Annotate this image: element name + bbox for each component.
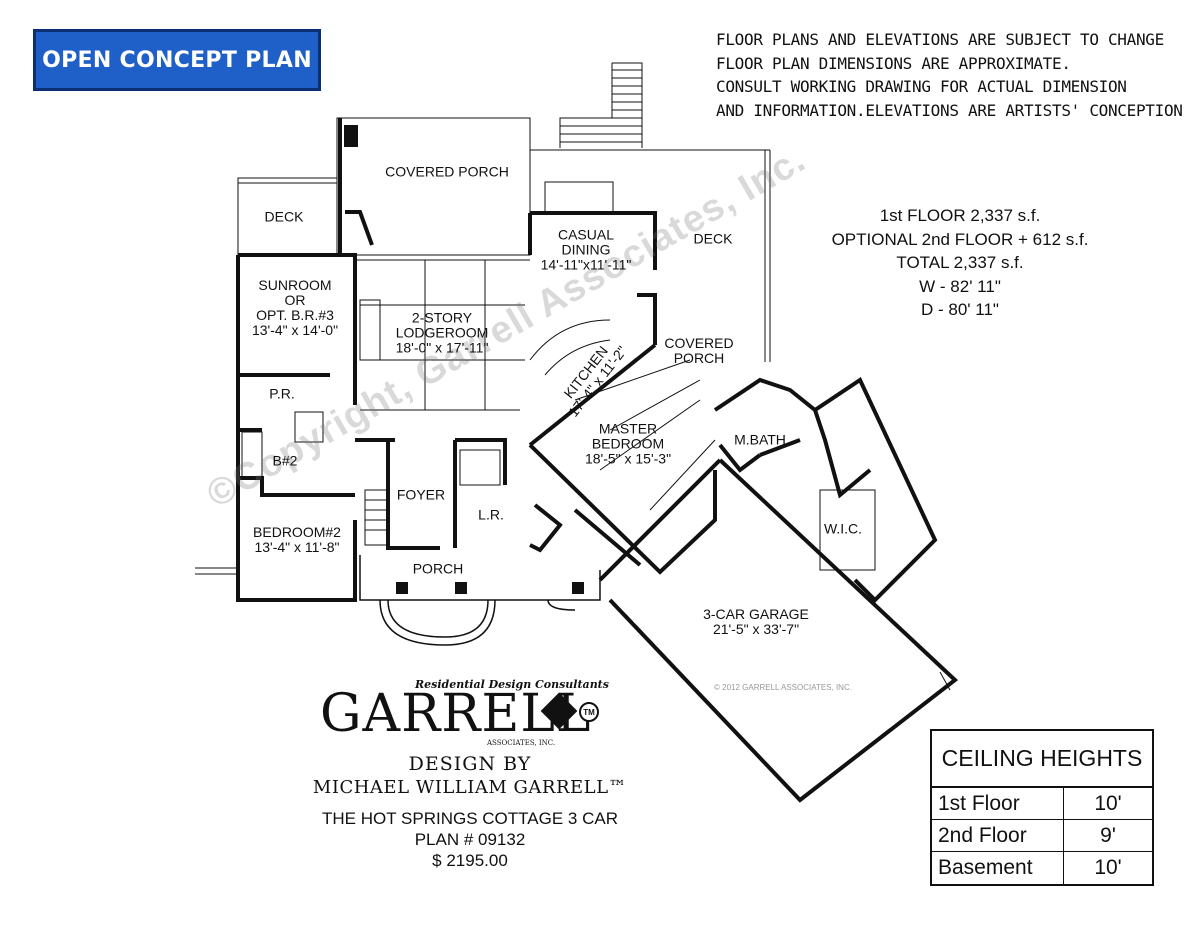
disclaimer-line: FLOOR PLAN DIMENSIONS ARE APPROXIMATE. xyxy=(716,53,1071,73)
open-concept-plan-badge: OPEN CONCEPT PLAN xyxy=(33,29,321,91)
room-sunroom: SUNROOM OR OPT. B.R.#3 13'-4" x 14'-0" xyxy=(251,277,339,338)
brand-tagline: Residential Design Consultants xyxy=(415,678,609,691)
disclaimer-line: CONSULT WORKING DRAWING FOR ACTUAL DIMEN… xyxy=(716,77,1127,96)
square-footage-stats: 1st FLOOR 2,337 s.f. OPTIONAL 2nd FLOOR … xyxy=(810,204,1110,322)
garage-copyright-note: © 2012 GARRELL ASSOCIATES, INC. xyxy=(714,683,852,692)
width-dimension: W - 82' 11" xyxy=(919,276,1001,296)
plan-price: $ 2195.00 xyxy=(432,851,508,870)
ceiling-height-value: 10' xyxy=(1094,791,1122,815)
room-covered-porch-top: COVERED PORCH xyxy=(385,163,509,180)
design-by-label: DESIGN BY xyxy=(408,753,532,775)
room-foyer: FOYER xyxy=(396,486,446,503)
disclaimer-notes: FLOOR PLANS AND ELEVATIONS ARE SUBJECT T… xyxy=(716,28,1186,122)
second-floor-area: OPTIONAL 2nd FLOOR + 612 s.f. xyxy=(831,229,1089,249)
room-deck-left: DECK xyxy=(264,208,304,225)
plan-number: PLAN # 09132 xyxy=(414,830,526,849)
ceiling-heights-title: CEILING HEIGHTS xyxy=(932,731,1152,788)
ceiling-floor-label: 1st Floor xyxy=(932,788,1064,819)
room-bath-2: B#2 xyxy=(272,452,298,469)
brand-subtitle: ASSOCIATES, INC. xyxy=(487,739,556,747)
designer-name: MICHAEL WILLIAM GARRELL™ xyxy=(312,777,628,798)
ceiling-height-value: 10' xyxy=(1094,856,1122,879)
room-garage: 3-CAR GARAGE 21'-5" x 33'-7" xyxy=(703,606,809,637)
room-covered-porch-right: COVERED PORCH xyxy=(664,335,734,366)
rear-stairs xyxy=(559,62,643,148)
plan-info: THE HOT SPRINGS COTTAGE 3 CAR PLAN # 091… xyxy=(270,808,670,871)
room-master-bedroom: MASTER BEDROOM 18'-5" x 15'-3" xyxy=(584,420,672,467)
room-walk-in-closet: W.I.C. xyxy=(823,520,863,537)
ceiling-floor-label: 2nd Floor xyxy=(932,820,1064,851)
room-laundry: L.R. xyxy=(478,506,504,523)
room-master-bath: M.BATH xyxy=(734,431,786,448)
room-deck-right: DECK xyxy=(693,230,733,247)
room-lodgeroom: 2-STORY LODGEROOM 18'-0" x 17'-11" xyxy=(395,309,489,356)
disclaimer-line: AND INFORMATION.ELEVATIONS ARE ARTISTS' … xyxy=(716,100,1183,120)
total-area: TOTAL 2,337 s.f. xyxy=(896,253,1024,272)
plan-name: THE HOT SPRINGS COTTAGE 3 CAR xyxy=(322,809,618,828)
ceiling-heights-table: CEILING HEIGHTS 1st Floor 10' 2nd Floor … xyxy=(930,729,1154,886)
room-casual-dining: CASUAL DINING 14'-11"x11'-11" xyxy=(540,226,632,273)
trademark-icon: TM xyxy=(579,702,599,722)
depth-dimension: D - 80' 11" xyxy=(921,300,999,319)
table-row: 1st Floor 10' xyxy=(932,788,1152,820)
disclaimer-line: FLOOR PLANS AND ELEVATIONS ARE SUBJECT T… xyxy=(716,30,1164,49)
ceiling-floor-label: Basement xyxy=(932,852,1064,884)
room-powder-room: P.R. xyxy=(269,385,295,402)
first-floor-area: 1st FLOOR 2,337 s.f. xyxy=(879,206,1041,225)
room-bedroom-2: BEDROOM#2 13'-4" x 11'-8" xyxy=(253,524,341,555)
designer-credit: DESIGN BY MICHAEL WILLIAM GARRELL™ xyxy=(270,752,670,800)
table-row: 2nd Floor 9' xyxy=(932,820,1152,852)
table-row: Basement 10' xyxy=(932,852,1152,884)
ceiling-height-value: 9' xyxy=(1100,823,1116,847)
room-porch: PORCH xyxy=(412,560,464,577)
